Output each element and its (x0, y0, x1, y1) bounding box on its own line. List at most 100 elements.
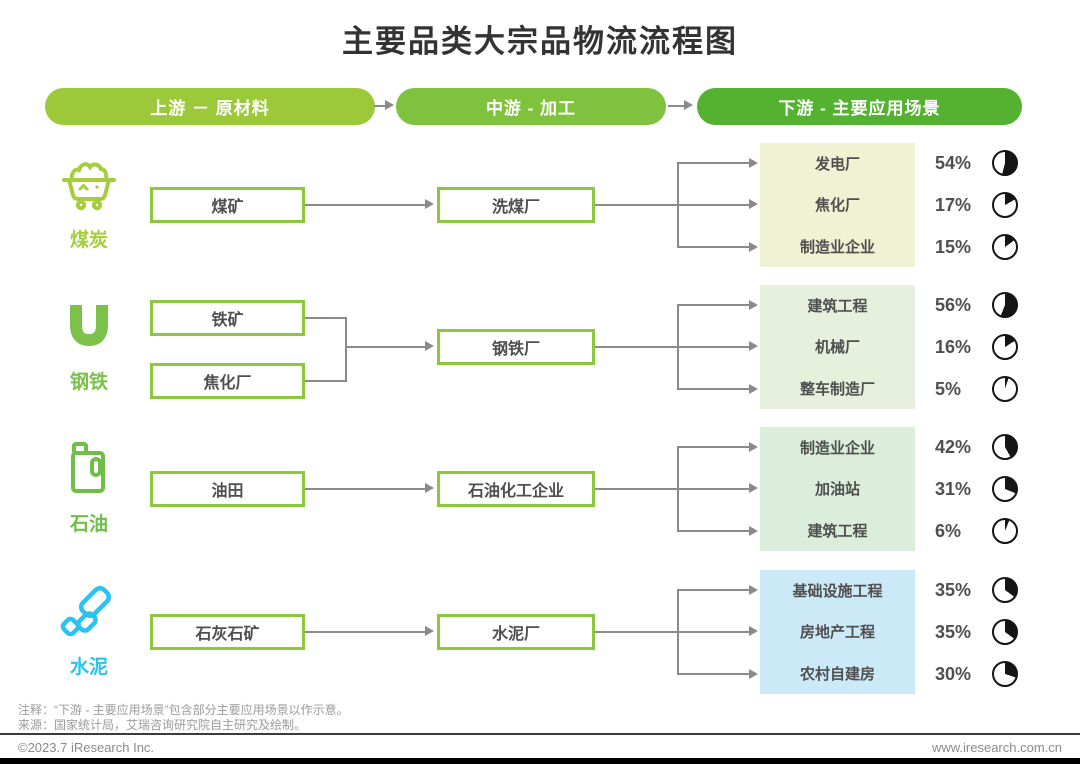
pie-chart-icon (992, 192, 1018, 218)
website-url: www.iresearch.com.cn (931, 740, 1062, 755)
flow-arrow-line (374, 105, 386, 107)
pie-chart-icon (992, 661, 1018, 687)
connector-line (677, 162, 750, 164)
category-label-coal: 煤炭 (69, 230, 108, 251)
percent-label: 16% (935, 337, 972, 357)
magnet-icon (56, 295, 122, 361)
downstream-item: 整车制造厂 (799, 380, 875, 398)
category-label-cement: 水泥 (69, 657, 108, 678)
cement-bricks-icon (56, 580, 122, 646)
connector-line (595, 204, 750, 206)
footer-divider (0, 733, 1080, 735)
midstream-box-coal-washery: 洗煤厂 (437, 187, 595, 223)
downstream-item: 基础设施工程 (792, 583, 883, 601)
downstream-item: 机械厂 (814, 339, 860, 357)
connector-line (305, 488, 425, 490)
stage-pill-upstream: 上游 － 原材料 (45, 88, 375, 125)
stage-pill-downstream: 下游 - 主要应用场景 (697, 88, 1022, 125)
percent-label: 5% (935, 379, 962, 399)
connector-line (345, 317, 347, 382)
downstream-item: 焦化厂 (814, 197, 860, 215)
arrowhead-icon (425, 483, 434, 493)
bottom-bar (0, 758, 1080, 764)
flow-arrow-line (668, 105, 685, 107)
percent-label: 30% (935, 664, 972, 684)
arrowhead-icon (749, 442, 758, 452)
arrowhead-icon (425, 341, 434, 351)
connector-line (345, 346, 425, 348)
arrowhead-icon (749, 384, 758, 394)
percent-label: 31% (935, 479, 972, 499)
category-label-oil: 石油 (69, 514, 108, 535)
percent-label: 35% (935, 622, 972, 642)
arrowhead-icon (749, 585, 758, 595)
category-label-steel: 钢铁 (69, 372, 108, 393)
flow-arrow-icon (385, 100, 394, 110)
connector-line (677, 673, 750, 675)
pie-chart-icon (992, 619, 1018, 645)
arrowhead-icon (749, 242, 758, 252)
connector-line (677, 589, 679, 675)
pie-chart-icon (992, 577, 1018, 603)
connector-line (305, 204, 425, 206)
upstream-box-limestone-mine: 石灰石矿 (150, 614, 305, 650)
pie-chart-icon (992, 292, 1018, 318)
downstream-item: 农村自建房 (799, 665, 875, 683)
downstream-item: 制造业企业 (799, 440, 875, 458)
downstream-block-coal: 发电厂 焦化厂 制造业企业 (760, 143, 915, 267)
arrowhead-icon (749, 526, 758, 536)
connector-line (677, 530, 750, 532)
percent-label: 6% (935, 521, 962, 541)
connector-line (305, 380, 347, 382)
arrowhead-icon (749, 626, 758, 636)
percent-label: 15% (935, 237, 972, 257)
stage-pill-midstream: 中游 - 加工 (396, 88, 666, 125)
pie-chart-icon (992, 476, 1018, 502)
copyright-text: ©2023.7 iResearch Inc. (18, 740, 155, 755)
downstream-item: 制造业企业 (799, 238, 875, 256)
connector-line (677, 589, 750, 591)
midstream-box-steel-plant: 钢铁厂 (437, 329, 595, 365)
note-line: 注释：“下游 - 主要应用场景”包含部分主要应用场景以作示意。 (18, 703, 349, 717)
downstream-item: 建筑工程 (807, 522, 868, 540)
arrowhead-icon (749, 300, 758, 310)
downstream-item: 建筑工程 (807, 298, 868, 316)
arrowhead-icon (749, 341, 758, 351)
upstream-box-coking-plant: 焦化厂 (150, 363, 305, 399)
percent-label: 35% (935, 580, 972, 600)
connector-line (595, 346, 750, 348)
connector-line (677, 304, 750, 306)
connector-line (305, 317, 347, 319)
pie-chart-icon (992, 434, 1018, 460)
downstream-item: 加油站 (814, 481, 860, 499)
arrowhead-icon (749, 483, 758, 493)
connector-line (677, 304, 679, 390)
arrowhead-icon (749, 158, 758, 168)
coal-cart-icon (56, 153, 122, 219)
percent-label: 17% (935, 195, 972, 215)
flow-row-coal: 煤炭 煤矿 洗煤厂 发电厂 焦化厂 制造业企业 54% 17% 15% (0, 143, 1080, 267)
flow-row-oil: 石油 油田 石油化工企业 制造业企业 加油站 建筑工程 42% 31% 6% (0, 427, 1080, 551)
downstream-block-steel: 建筑工程 机械厂 整车制造厂 (760, 285, 915, 409)
percent-label: 56% (935, 295, 972, 315)
connector-line (677, 162, 679, 248)
pie-chart-icon (992, 334, 1018, 360)
midstream-box-petrochemical: 石油化工企业 (437, 471, 595, 507)
flow-arrow-icon (684, 100, 693, 110)
percent-label: 42% (935, 437, 972, 457)
connector-line (677, 246, 750, 248)
arrowhead-icon (749, 669, 758, 679)
midstream-box-cement-plant: 水泥厂 (437, 614, 595, 650)
pie-chart-icon (992, 518, 1018, 544)
upstream-box-coal-mine: 煤矿 (150, 187, 305, 223)
upstream-box-iron-ore: 铁矿 (150, 300, 305, 336)
arrowhead-icon (425, 626, 434, 636)
flow-row-steel: 钢铁 铁矿 焦化厂 钢铁厂 建筑工程 机械厂 整车制造厂 56% 16% 5% (0, 285, 1080, 409)
flow-row-cement: 水泥 石灰石矿 水泥厂 基础设施工程 房地产工程 农村自建房 35% 35% 3… (0, 570, 1080, 694)
page-title: 主要品类大宗品物流流程图 (342, 24, 738, 59)
percent-label: 54% (935, 153, 972, 173)
downstream-item: 房地产工程 (799, 624, 875, 642)
connector-line (677, 446, 679, 532)
arrowhead-icon (425, 199, 434, 209)
